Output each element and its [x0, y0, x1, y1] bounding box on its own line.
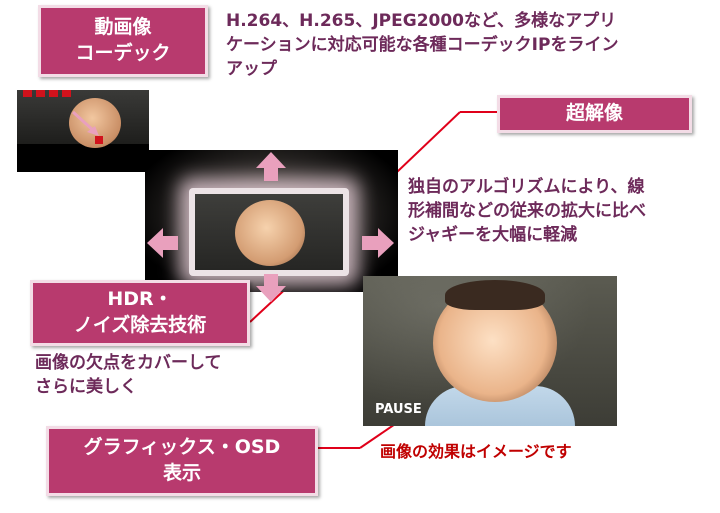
arrow-down-icon [256, 286, 286, 302]
arrow-right-icon [378, 228, 394, 258]
codec-description-line2: ケーションに対応可能な各種コーデックIPをライン [226, 34, 619, 55]
block-artifact-2 [36, 90, 45, 97]
hdr-description-line1: 画像の欠点をカバーして [35, 353, 222, 373]
graphics-label: グラフィックス・OSD 表示 [46, 426, 318, 496]
processed-image: PAUSE [363, 276, 617, 426]
image-effect-footnote: 画像の効果はイメージです [380, 442, 572, 461]
super-resolution-description: 独自のアルゴリズムにより、線 形補間などの従来の拡大に比べ ジャギーを大幅に軽減 [408, 176, 713, 247]
block-artifact-1 [23, 90, 32, 97]
codec-description-line3: アップ [226, 58, 277, 79]
hdr-label-line1: HDR・ [107, 288, 173, 311]
arrow-left-icon [147, 228, 163, 258]
graphics-label-line1: グラフィックス・OSD [83, 436, 281, 459]
baby-hair [445, 280, 545, 310]
hdr-label-line2: ノイズ除去技術 [73, 314, 207, 336]
codec-label: 動画像 コーデック [38, 5, 208, 77]
codec-description: H.264、H.265、JPEG2000など、多様なアプリ ケーションに対応可能… [226, 10, 716, 81]
codec-label-line1: 動画像 [94, 16, 152, 39]
super-resolution-description-line2: 形補間などの従来の拡大に比べ [408, 200, 646, 221]
upscale-inner-image [195, 194, 343, 270]
baby-face-center [235, 200, 305, 266]
block-artifact-3 [49, 90, 58, 97]
codec-arrow [71, 110, 99, 136]
arrow-up-icon [256, 152, 286, 168]
hdr-description-line2: さらに美しく [35, 376, 137, 397]
codec-label-line2: コーデック [75, 42, 171, 64]
super-resolution-label-line1: 超解像 [565, 102, 623, 125]
hdr-label: HDR・ ノイズ除去技術 [30, 280, 250, 346]
hdr-description: 画像の欠点をカバーして さらに美しく [35, 352, 285, 400]
super-resolution-image [145, 150, 398, 292]
super-resolution-description-line1: 独自のアルゴリズムにより、線 [408, 177, 645, 197]
block-artifact-5 [95, 136, 103, 144]
codec-sample-image [17, 90, 149, 172]
super-resolution-description-line3: ジャギーを大幅に軽減 [408, 224, 578, 245]
graphics-label-line2: 表示 [162, 462, 201, 484]
osd-pause-text: PAUSE [375, 402, 422, 417]
super-resolution-label: 超解像 [497, 95, 692, 133]
codec-description-line1: H.264、H.265、JPEG2000など、多様なアプリ [226, 11, 617, 31]
block-artifact-4 [62, 90, 71, 97]
